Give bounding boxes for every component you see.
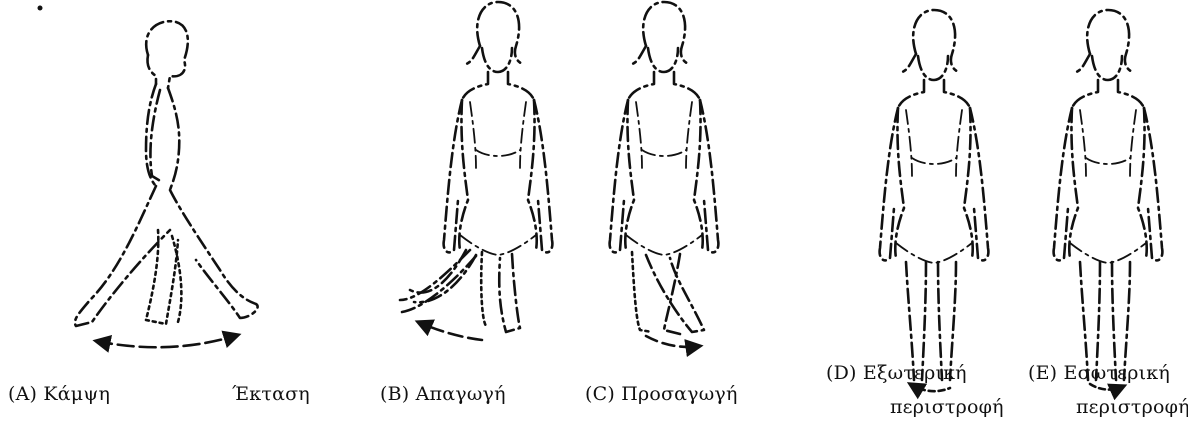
label-e-internal: (E) Εσωτερική	[1028, 362, 1170, 384]
figure-a-illustration	[38, 6, 258, 348]
label-c-adduction: (C) Προσαγωγή	[585, 383, 738, 405]
figure-c-illustration	[610, 2, 719, 347]
label-b-abduction: (B) Απαγωγή	[380, 383, 506, 405]
label-a-flexion: (A) Κάμψη	[8, 383, 110, 405]
figure-b-illustration	[400, 2, 552, 340]
figure-e-illustration	[1054, 10, 1163, 390]
label-e-rotation: περιστροφή	[1076, 396, 1188, 418]
label-d-rotation: περιστροφή	[890, 396, 1004, 418]
figure-d-illustration	[880, 10, 989, 391]
ink-dot	[38, 6, 43, 11]
label-a-extension: Έκταση	[232, 383, 310, 405]
label-d-external: (D) Εξωτερική	[826, 362, 967, 384]
